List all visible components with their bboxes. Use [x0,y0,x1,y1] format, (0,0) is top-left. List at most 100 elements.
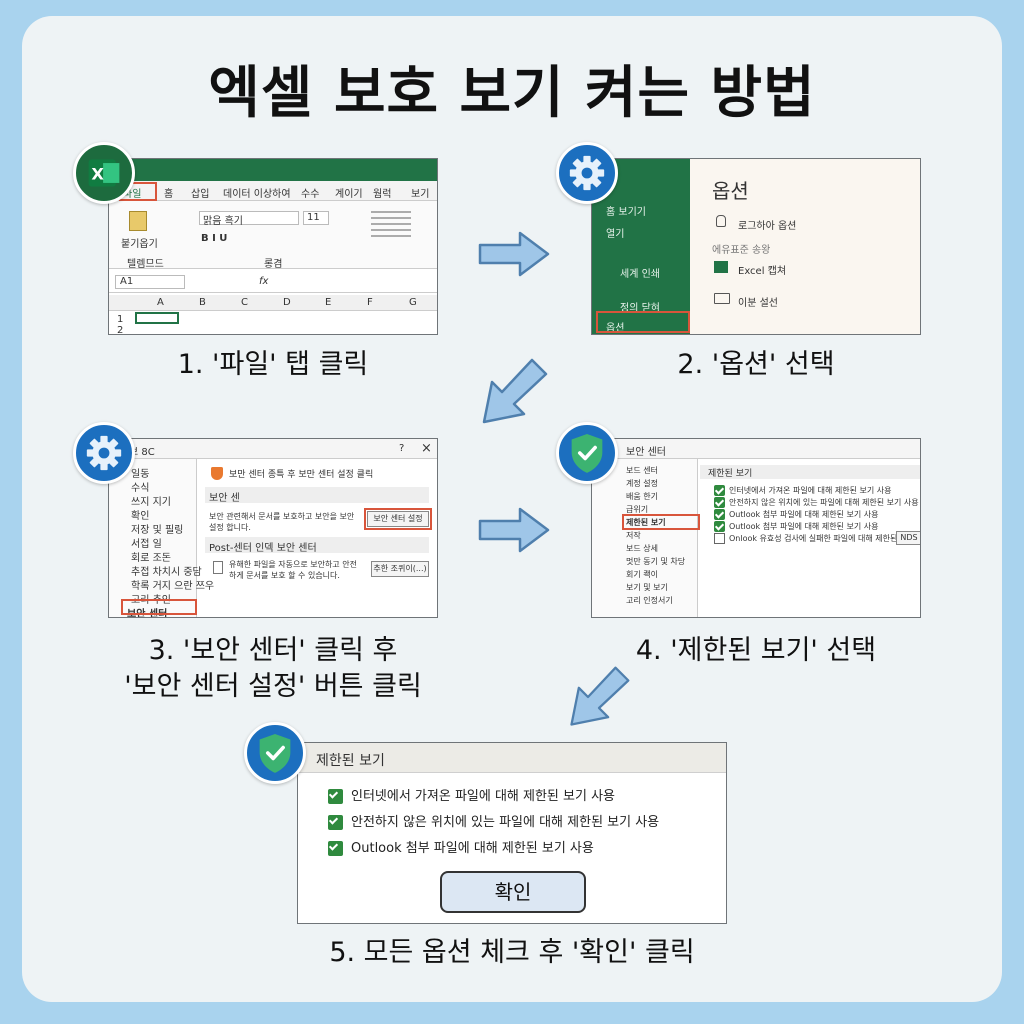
checkbox-checked-icon[interactable] [328,841,343,856]
pv-row-2[interactable]: 안전하지 않은 위치에 있는 파일에 대해 제한된 보기 사용 [328,811,659,830]
tc-item-7[interactable]: 보드 상세 [626,544,658,553]
checkbox-checked-icon[interactable] [714,521,725,532]
options-item-2[interactable]: Excel 캡쳐 [738,266,787,277]
sidebar-close[interactable]: 정의 닫혀 [620,303,660,314]
step2-caption: 2. '옵션' 선택 [677,349,835,380]
tc-item-1[interactable]: 보드 센터 [626,466,658,475]
col-a[interactable]: A [157,297,164,308]
trust-center-settings-button[interactable]: 보안 센터 설정 [367,511,429,527]
help-button[interactable]: ? [399,443,405,454]
opt-save[interactable]: 저장 및 필링 [131,525,184,536]
checkbox-checked-icon[interactable] [714,485,725,496]
tab-formulas[interactable]: 수수 [301,189,320,200]
tc-check-row-4[interactable]: Outlook 첨부 파일에 대해 제한된 보기 사용 [714,521,878,532]
col-b[interactable]: B [199,297,206,308]
pv-row-1[interactable]: 인터넷에서 가져온 파일에 대해 제한된 보기 사용 [328,785,615,804]
arrow-down-left-icon [482,358,548,424]
trust-heading: 보만 센터 종특 후 보만 센터 설정 클릭 [229,470,374,480]
step2-backstage-window: 홈 보기기 열기 세계 인쇄 정의 닫혀 옵션 옵션 로그하아 옵션 에유표준 … [591,158,921,335]
section2-button[interactable]: 추한 조퀴이(...) [371,561,429,577]
font-style-buttons[interactable]: B I U [201,233,228,244]
sidebar-options[interactable]: 옵션 [606,323,625,334]
opt-accessibility[interactable]: 회로 조돈 [131,553,171,564]
font-name-select[interactable]: 맑음 흑기 [199,211,299,227]
step3-caption-line1: 3. '보안 센터' 클릭 후 [148,635,398,666]
sidebar-print[interactable]: 세계 인쇄 [620,269,660,280]
tc-item-8[interactable]: 멋만 동기 및 차당 [626,557,686,566]
pv-row-3[interactable]: Outlook 첨부 파일에 대해 제한된 보기 사용 [328,837,594,856]
folder-icon [714,293,730,304]
options-item-3[interactable]: 이분 설선 [738,298,778,309]
tc-item-11[interactable]: 고리 인정서기 [626,596,673,605]
active-cell[interactable] [135,312,179,324]
checkbox-unchecked-icon[interactable] [714,533,725,544]
tc-item-10[interactable]: 보기 및 보기 [626,583,668,592]
font-size-select[interactable]: 11 [303,211,329,225]
gear-icon [556,142,618,204]
opt-advanced[interactable]: 추접 차치시 중담 [131,567,202,578]
section2-bar: Post-센터 인덱 보안 센터 [205,537,429,554]
dialog-title: 보 8C [129,447,155,458]
shield-check-icon-step5 [244,722,306,784]
ok-button[interactable]: 확인 [440,871,586,913]
tc-item-6[interactable]: 저작 [626,531,641,540]
row-1-header[interactable]: 1 [117,314,124,325]
opt-proofing[interactable]: 확인 [131,511,150,522]
tc-check-label-4: Outlook 첨부 파일에 대해 제한된 보기 사용 [729,522,879,531]
tab-home[interactable]: 홈 [164,189,174,200]
col-g[interactable]: G [409,297,417,308]
tab-view[interactable]: 보기 [411,189,430,200]
col-f[interactable]: F [367,297,373,308]
options-highlight [596,311,690,333]
tab-review[interactable]: 계이기 [335,189,363,200]
tc-extra-button[interactable]: NDS [896,531,920,545]
col-e[interactable]: E [325,297,332,308]
formula-bar: A1 fx [109,271,437,293]
paste-icon[interactable] [129,211,147,231]
tc-check-row-5[interactable]: Onlook 유효성 검사에 실패한 파일에 대해 제한된 보기 사용 [714,533,920,544]
checkbox-checked-icon[interactable] [714,509,725,520]
ribbon-tab-bar: 파일 홈 삽입 데이터 이상하여 수수 계이기 웜럭 보기 [109,181,437,201]
opt-general[interactable]: 일동 [131,469,150,480]
tc-check-row-3[interactable]: Outlook 첨부 파일에 대해 제한된 보기 사용 [714,509,878,520]
checkbox-checked-icon[interactable] [714,497,725,508]
name-box[interactable]: A1 [115,275,185,289]
options-heading: 옵션 [712,179,749,203]
step5-protected-view-dialog: 제한된 보기 인터넷에서 가져온 파일에 대해 제한된 보기 사용 안전하지 않… [297,742,727,924]
tc-item-4[interactable]: 급위기 [626,505,649,514]
account-icon [716,215,726,227]
opt-data[interactable]: 쓰지 지기 [131,497,171,508]
pv-heading-bar: 제한된 보기 [298,743,726,773]
tc-item-3[interactable]: 배움 한기 [626,492,658,501]
sidebar-open[interactable]: 열기 [606,229,625,240]
tc-item-protected-view[interactable]: 제한된 보기 [626,518,666,527]
col-c[interactable]: C [241,297,248,308]
checkbox-checked-icon[interactable] [328,789,343,804]
opt-ribbon[interactable]: 학록 거지 으란 쯔우 [131,581,215,592]
sidebar-home[interactable]: 홈 보기기 [606,207,646,218]
tab-file[interactable]: 파일 [123,189,142,200]
tc-heading-bar: 제한된 보기 [700,465,920,479]
opt-formulas[interactable]: 수식 [131,483,150,494]
align-icon[interactable] [371,211,411,237]
tc-check-row-1[interactable]: 인터넷에서 가져온 파일에 대해 제한된 보기 사용 [714,485,891,496]
col-d[interactable]: D [283,297,291,308]
tc-item-9[interactable]: 회기 쾍이 [626,570,658,579]
checkbox-checked-icon[interactable] [328,815,343,830]
opt-language[interactable]: 서접 일 [131,539,162,550]
tab-insert[interactable]: 삽입 [191,189,210,200]
font-group-label: 롱겸 [264,259,283,270]
section-label: 에유표준 송왕 [712,245,771,256]
close-button[interactable]: × [421,441,432,456]
row-2-header[interactable]: 2 [117,325,124,335]
tab-view2[interactable]: 웜럭 [373,189,392,200]
options-item-1[interactable]: 로그하아 옵션 [738,221,797,232]
tc-check-label-1: 인터넷에서 가져온 파일에 대해 제한된 보기 사용 [729,486,892,495]
tc-check-row-2[interactable]: 안전하지 않은 위치에 있는 파일에 대해 제한된 보기 사용 [714,497,919,508]
tab-data[interactable]: 데이터 이상하여 [223,189,291,200]
tc-item-2[interactable]: 계정 설정 [626,479,658,488]
shield-check-icon [556,422,618,484]
page-title: 엑셀 보호 보기 켜는 방법 [208,61,816,126]
tc-title: 보안 센터 [626,447,666,458]
tc-check-label-2: 안전하지 않은 위치에 있는 파일에 대해 제한된 보기 사용 [729,498,919,507]
